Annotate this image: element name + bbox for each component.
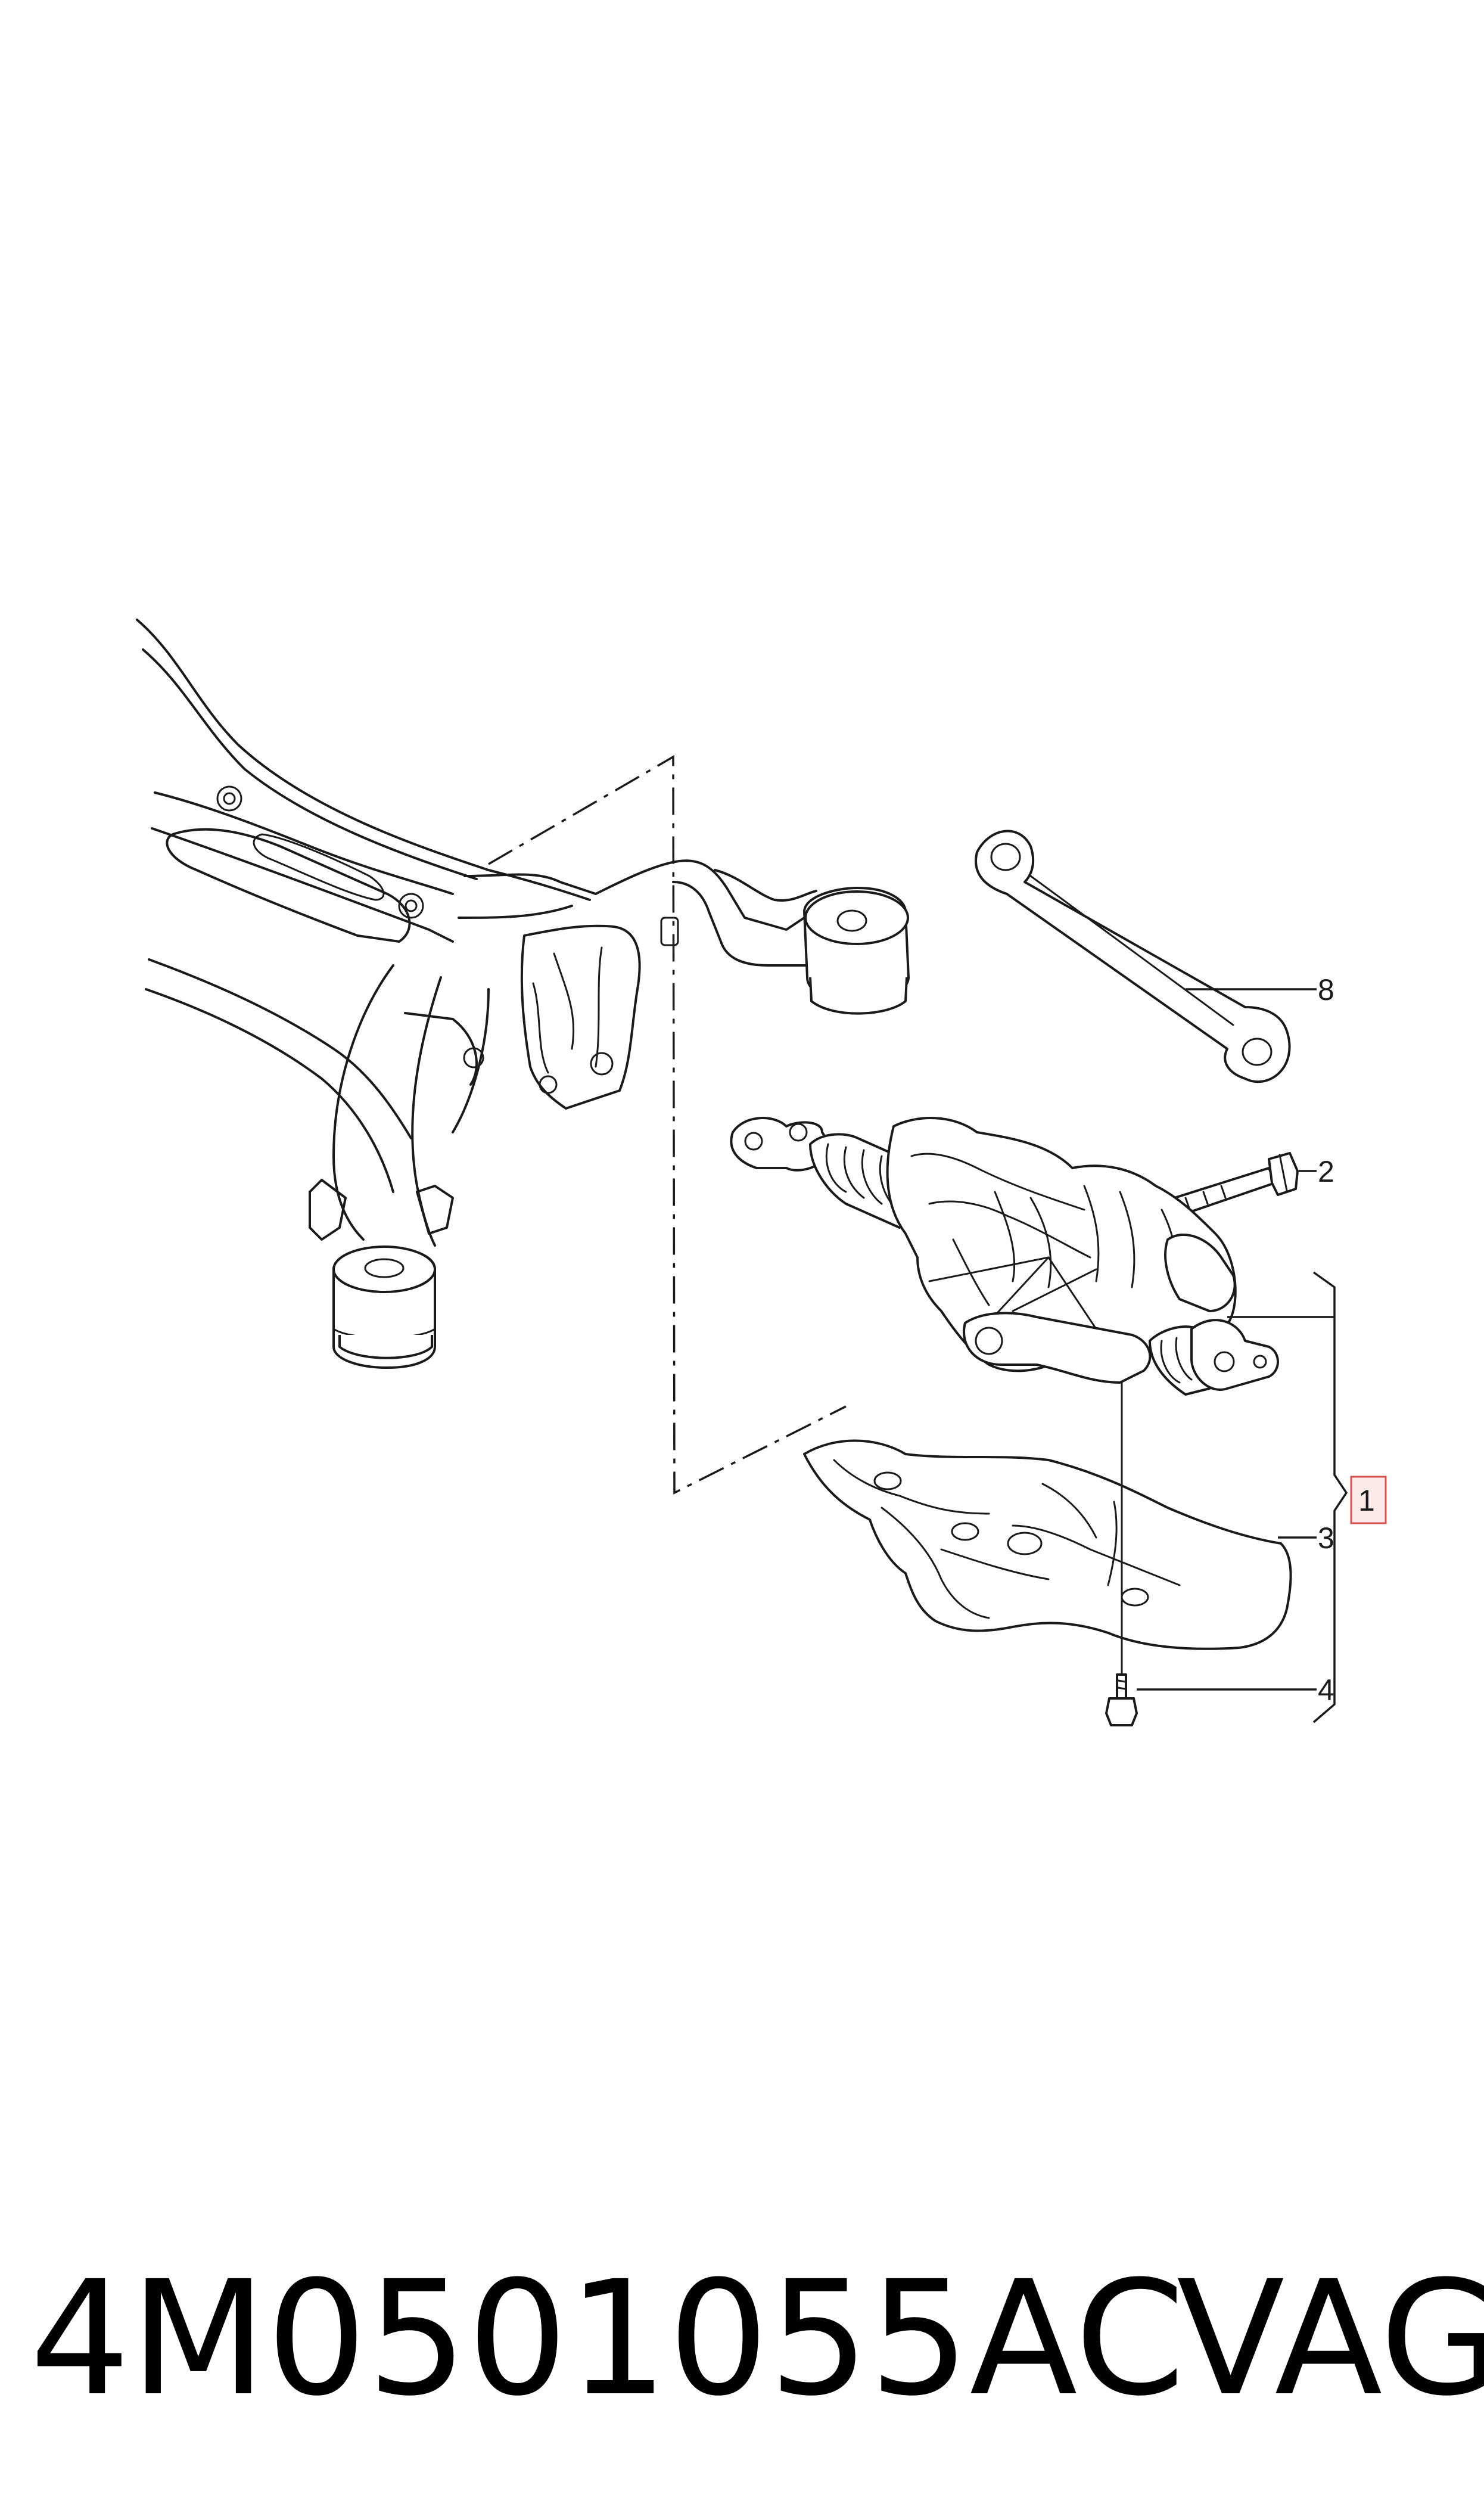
callout-4: 4: [1318, 1673, 1334, 1707]
callout-1-highlight: [1350, 1476, 1387, 1524]
callout-2: 2: [1318, 1155, 1334, 1188]
brand-label: VAG: [1177, 2247, 1484, 2431]
bolt-short: [1105, 1673, 1138, 1726]
footer: 4M0501055AC VAG: [30, 2247, 1484, 2431]
assembly-line-top: [488, 754, 847, 1495]
callout-8: 8: [1318, 973, 1334, 1007]
callout-3: 3: [1318, 1521, 1334, 1555]
heat-shield: [803, 1439, 1292, 1650]
upper-bushing: [803, 887, 910, 1015]
part-number: 4M0501055AC: [30, 2247, 1186, 2431]
group-bracket: [1312, 1271, 1348, 1723]
callout-1: 1: [1358, 1484, 1375, 1517]
differential: [730, 1117, 1279, 1396]
subframe: [136, 619, 910, 1369]
lower-bushing: [332, 1245, 436, 1369]
link-arm: [975, 830, 1291, 1083]
